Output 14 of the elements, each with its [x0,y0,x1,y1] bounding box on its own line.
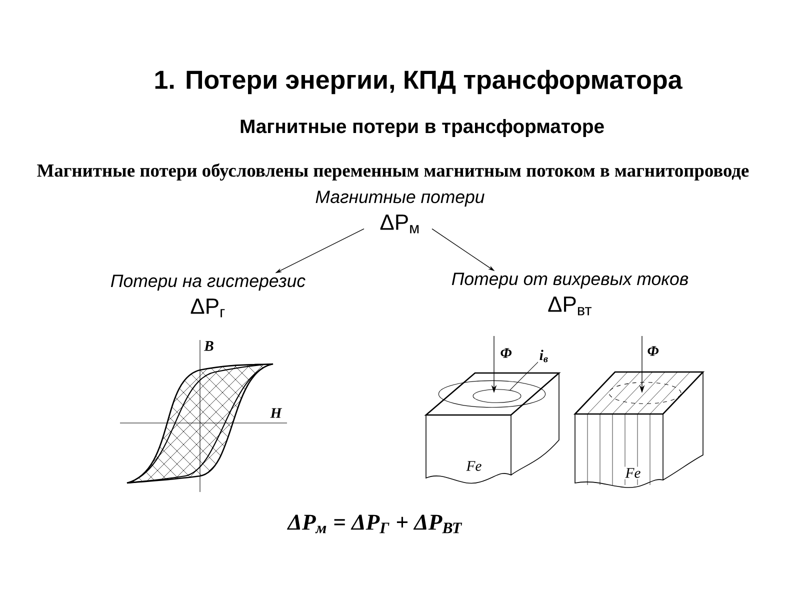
description-text: Магнитные потери обусловлены переменным магнитным потоком в магнитопроводе [35,162,751,182]
node-label: Потери на гистерезис ΔP$_{г}$ [110,274,306,318]
axis-label: B [202,340,216,352]
node-label: Потери от вихревых токов ΔP$_{вт}$ [452,272,688,316]
subtitle: Магнитные потери в трансформаторе [238,118,606,138]
node-label: Магнитные потери ΔP$_{м}$ [316,190,484,234]
axis-label: H [268,406,284,420]
material-label: Fe [464,460,484,472]
material-label: Fe [624,466,642,480]
formula: ΔP$_{м}$ = ΔP$_{Г}$ + ΔP$_{ВТ}$ [286,513,464,535]
current-label: i$_{в}$ [538,348,550,364]
flux-label: Φ [498,346,514,360]
title: 1. Потери энергии, КПД трансформатора [155,70,682,94]
flux-label: Φ [646,344,660,358]
